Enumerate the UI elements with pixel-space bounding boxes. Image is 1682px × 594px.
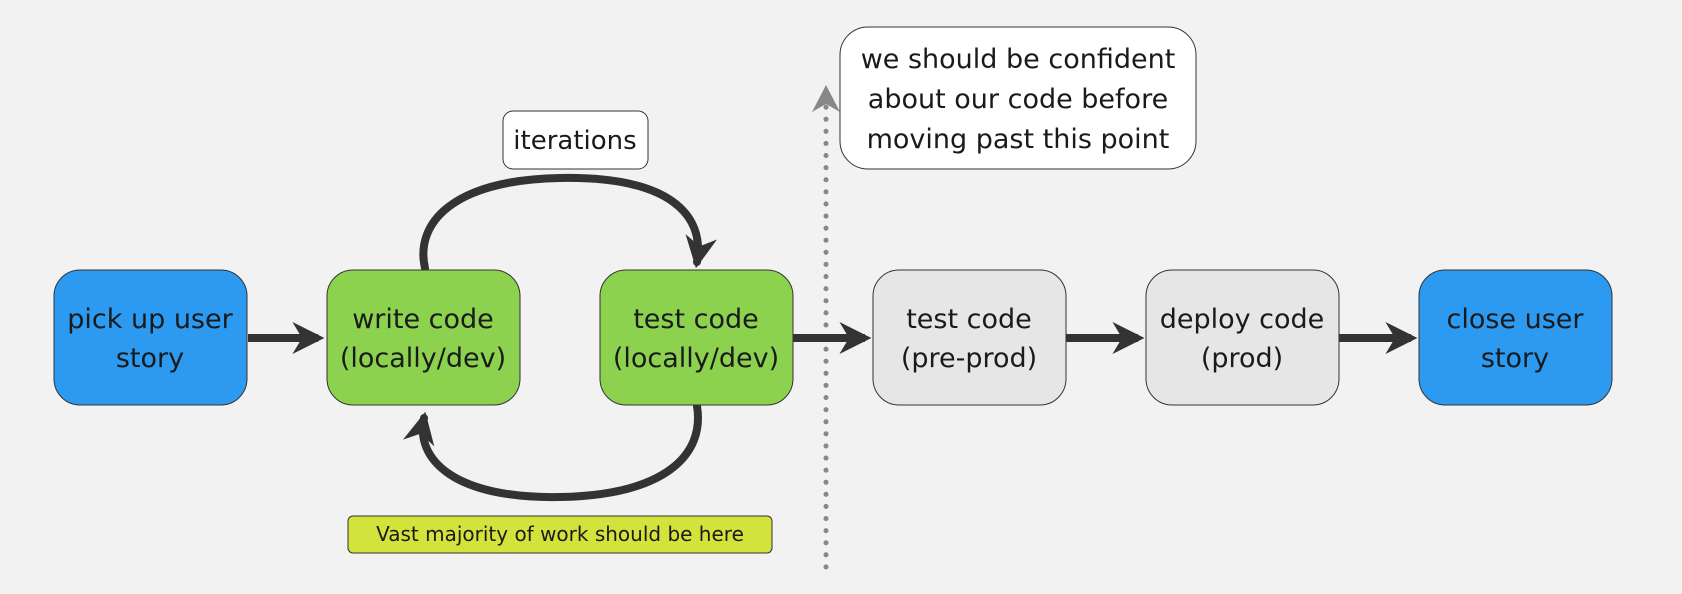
node-test-code-local: test code (locally/dev): [599, 269, 794, 406]
majority-work-label: Vast majority of work should be here: [347, 515, 773, 554]
majority-work-label-text: Vast majority of work should be here: [376, 522, 744, 546]
node-deploy-code: deploy code (prod): [1145, 269, 1340, 406]
node-write-line2: (locally/dev): [340, 343, 506, 374]
callout-line1: we should be confident: [861, 44, 1176, 75]
loop-arrow-bottom: [403, 402, 702, 502]
node-deploy-line2: (prod): [1201, 343, 1283, 374]
node-close-line2: story: [1481, 343, 1549, 374]
node-preprod-line1: test code: [906, 304, 1032, 335]
iterations-label: iterations: [502, 110, 649, 170]
callout-line2: about our code before: [868, 84, 1168, 115]
node-write-code: write code (locally/dev): [326, 269, 521, 406]
node-pick-up-line1: pick up user: [67, 304, 233, 335]
confidence-callout: we should be confident about our code be…: [839, 26, 1197, 170]
loop-arrow-top: [419, 173, 718, 272]
node-pick-up-line2: story: [116, 343, 184, 374]
iteration-loop: [403, 173, 718, 502]
node-pick-up-user-story: pick up user story: [53, 269, 248, 406]
iterations-label-text: iterations: [513, 126, 636, 156]
node-test-code-preprod: test code (pre-prod): [872, 269, 1067, 406]
node-close-line1: close user: [1446, 304, 1584, 335]
node-test-local-line2: (locally/dev): [613, 343, 779, 374]
node-test-local-line1: test code: [633, 304, 759, 335]
node-deploy-line1: deploy code: [1160, 304, 1325, 335]
node-close-user-story: close user story: [1418, 269, 1613, 406]
boundary-arrowhead-icon: [812, 85, 840, 112]
node-preprod-line2: (pre-prod): [901, 343, 1037, 374]
node-write-line1: write code: [352, 304, 494, 335]
callout-line3: moving past this point: [867, 124, 1170, 155]
